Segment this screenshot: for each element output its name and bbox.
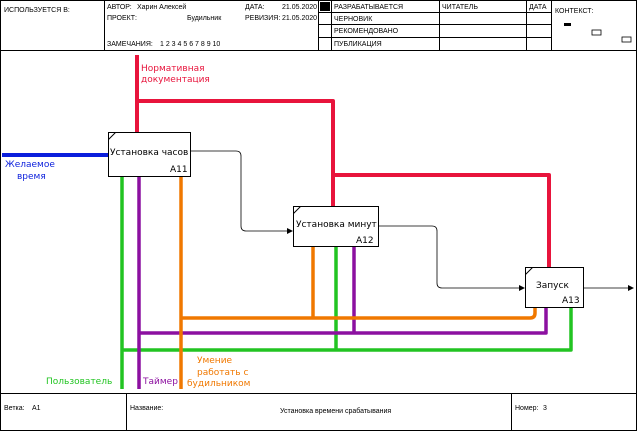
activity-box-a11[interactable]: Установка часов A11 [108, 132, 191, 177]
author-value: Харин Алексей [137, 4, 187, 11]
title-label: Название: [130, 405, 164, 412]
status-draft: ЧЕРНОВИК [334, 16, 373, 23]
context-label: КОНТЕКСТ: [555, 8, 594, 15]
label-control-documentation-2: документация [141, 75, 210, 85]
activity-label-a13: Запуск [536, 281, 569, 291]
label-mechanism-skill-1: Умение [197, 356, 233, 366]
label-mechanism-skill-3: будильником [187, 379, 250, 389]
diagram-title: Установка времени срабатывания [280, 408, 392, 415]
label-input-desired-time-1: Желаемое [5, 160, 55, 170]
label-mechanism-timer: Таймер [142, 377, 178, 387]
number-value: 3 [543, 405, 547, 412]
label-mechanism-skill-2: работать с [197, 368, 248, 378]
revision-value: 21.05.2020 [282, 15, 318, 22]
notes-label: ЗАМЕЧАНИЯ: [107, 41, 153, 48]
activity-label-a12: Установка минут [296, 220, 377, 230]
author-label: АВТОР: [107, 4, 132, 11]
revision-label: РЕВИЗИЯ: [245, 15, 281, 22]
label-control-documentation-1: Нормативная [141, 64, 205, 74]
notes-numbers: 1 2 3 4 5 6 7 8 9 10 [160, 41, 221, 48]
label-input-desired-time-2: время [17, 172, 46, 182]
status-publication: ПУБЛИКАЦИЯ [334, 41, 382, 48]
arrow-mechanism-skill[interactable] [179, 177, 537, 389]
activity-id-a13: A13 [562, 296, 580, 306]
arrow-output-a12-to-a13[interactable] [378, 225, 525, 291]
node-value: A1 [32, 405, 41, 412]
project-label: ПРОЕКТ: [107, 15, 137, 22]
arrow-control-documentation[interactable] [135, 55, 551, 268]
used-in-label: ИСПОЛЬЗУЕТСЯ В: [4, 7, 70, 14]
date-value: 21.05.2020 [282, 4, 318, 11]
label-mechanism-user: Пользователь [46, 377, 112, 387]
node-label: Ветка: [4, 405, 25, 412]
reader-date-label: ДАТА [529, 4, 547, 11]
reader-label: ЧИТАТЕЛЬ [442, 4, 478, 11]
activity-id-a11: A11 [170, 165, 188, 175]
arrow-output-a11-to-a12[interactable] [190, 150, 293, 234]
activity-box-a12[interactable]: Установка минут A12 [293, 206, 379, 247]
status-working: РАЗРАБАТЫВАЕТСЯ [334, 4, 404, 11]
number-label: Номер: [515, 405, 539, 412]
status-recommended: РЕКОМЕНДОВАНО [334, 28, 399, 35]
date-label: ДАТА: [245, 4, 265, 11]
activity-id-a12: A12 [356, 236, 374, 246]
activity-label-a11: Установка часов [110, 148, 188, 158]
activity-box-a13[interactable]: Запуск A13 [525, 267, 584, 308]
project-value: Будильник [187, 15, 222, 22]
